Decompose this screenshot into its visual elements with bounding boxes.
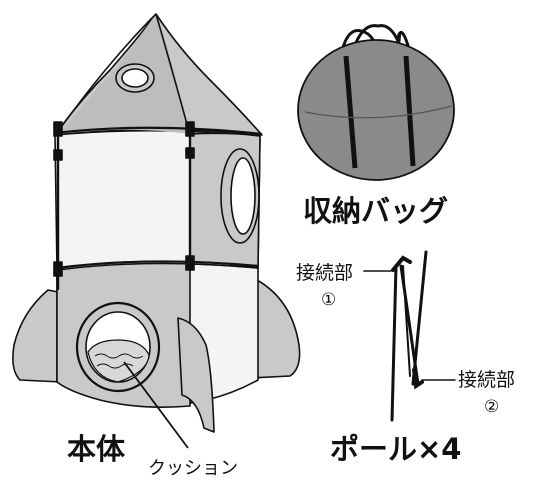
main-body-label: 本体 [67, 432, 126, 466]
side-porthole-inner [230, 157, 256, 235]
cushion-leader-line [123, 361, 189, 449]
pole-joint-1 [391, 255, 412, 272]
left-fin [12, 289, 63, 383]
cushion-label: クッション [148, 458, 238, 479]
storage-bag-label: 収納バッグ [303, 194, 448, 228]
bag-strap-left [343, 55, 358, 169]
bag-strap-right [403, 55, 416, 167]
pole-clip [185, 147, 195, 159]
cushion-quilting [94, 353, 144, 369]
rocket-tent [12, 13, 301, 449]
joint-2-number: ② [484, 397, 499, 417]
joint-1-label: 接続部 [296, 262, 353, 284]
cushion-shape [87, 339, 150, 383]
cone-window-inner [121, 68, 149, 88]
cone-band [54, 126, 263, 136]
pole-joint-2 [412, 368, 424, 390]
pole-clip [185, 255, 195, 271]
joint-1-number: ① [321, 290, 336, 310]
pole-segment [402, 265, 411, 377]
pole-label: ポール×4 [330, 432, 461, 466]
pole-segment [411, 250, 428, 386]
right-fin [249, 279, 301, 379]
pole-set [363, 250, 456, 422]
pole-clip [53, 121, 63, 137]
pole-clip [185, 121, 195, 137]
joint-2-label: 接続部 [458, 369, 515, 391]
bag-seam [304, 105, 453, 119]
middle-band [56, 260, 259, 270]
pole-segment [390, 264, 398, 422]
cone-pole-left [61, 13, 157, 127]
pole-clip [53, 261, 63, 277]
cone-pole-right [155, 13, 189, 129]
storage-bag [297, 24, 455, 181]
front-fin [177, 317, 215, 433]
pole-clip [53, 149, 63, 161]
bag-body [297, 39, 455, 181]
